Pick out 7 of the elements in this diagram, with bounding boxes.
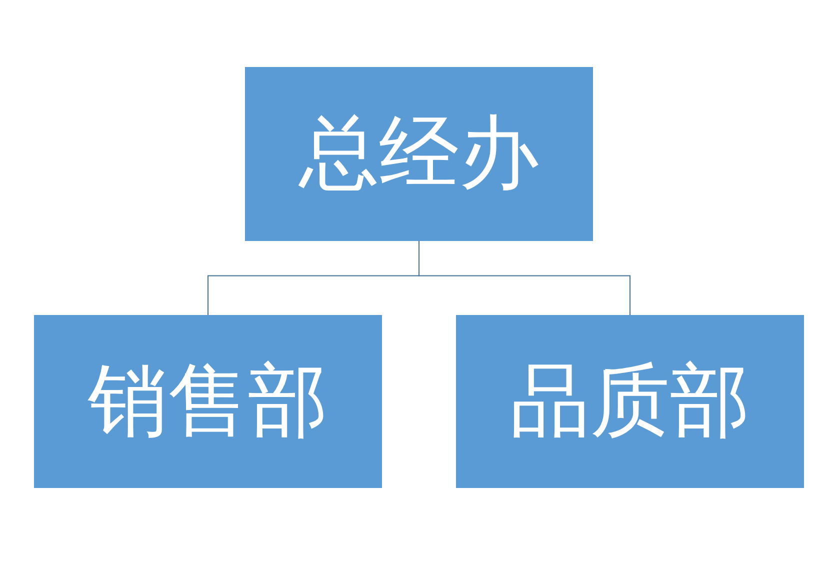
department-box [245, 67, 593, 241]
department-name: 品质部 [510, 362, 750, 442]
department-name: 销售部 [88, 362, 328, 442]
department-box [34, 315, 382, 488]
department-name: 总经办 [299, 114, 539, 194]
connector-line [418, 240, 630, 316]
department-box [456, 315, 804, 488]
